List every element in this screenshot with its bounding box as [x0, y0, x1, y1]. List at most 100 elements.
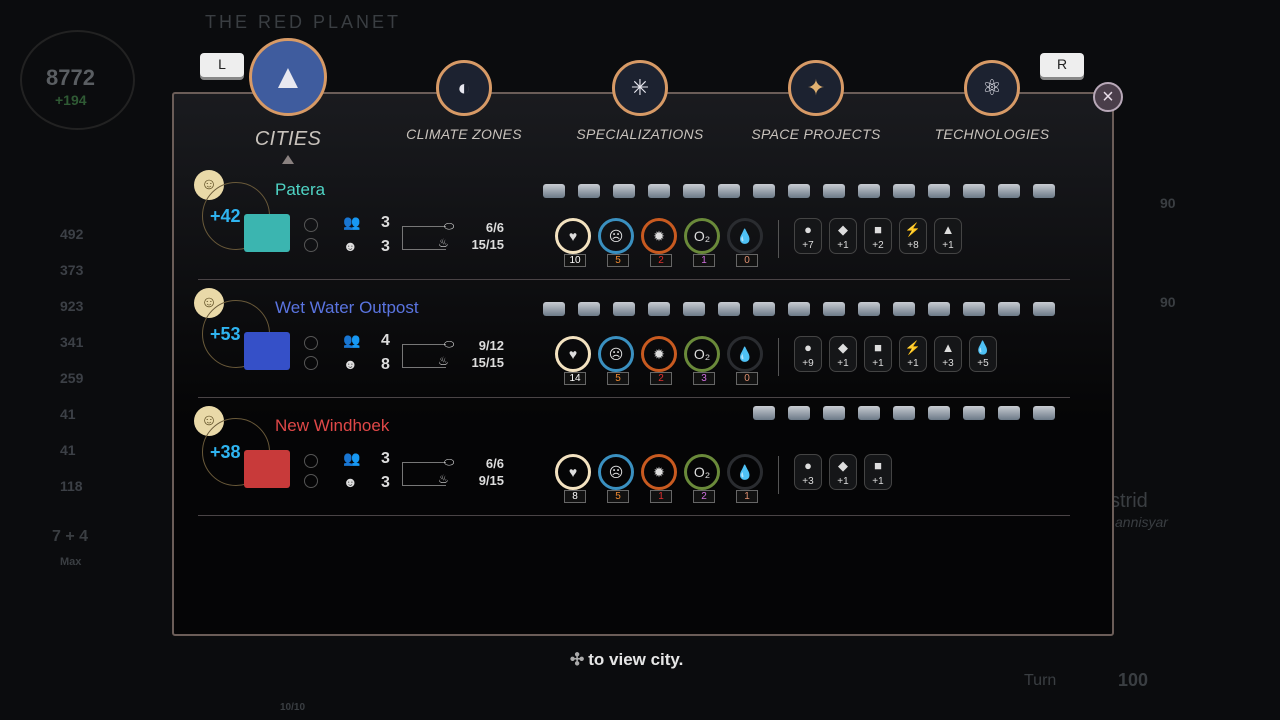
resource-bonus[interactable]: 💧+5: [969, 336, 997, 372]
bonus-value: +1: [837, 476, 849, 487]
city-stat[interactable]: ✹1: [641, 454, 677, 503]
city-stat[interactable]: ☹5: [598, 218, 634, 267]
tab-space-projects[interactable]: ✦ SPACE PROJECTS: [736, 60, 896, 142]
resource-bonus[interactable]: ⚡+1: [899, 336, 927, 372]
city-stat[interactable]: 💧0: [727, 336, 763, 385]
food-icon: ♨: [438, 354, 449, 368]
city-stat[interactable]: ☹5: [598, 336, 634, 385]
population-value: 3: [381, 214, 390, 231]
heat-icon: ✹: [653, 227, 665, 244]
tab-climate-zones[interactable]: ◐ CLIMATE ZONES: [384, 60, 544, 142]
resource-bonus[interactable]: ◆+1: [829, 218, 857, 254]
resource-icon: ●: [804, 458, 812, 473]
close-button[interactable]: ×: [1093, 82, 1123, 112]
resource-bonus[interactable]: ▲+3: [934, 336, 962, 372]
building-icon[interactable]: [963, 406, 985, 420]
stat-value: 10: [564, 254, 586, 267]
bonus-value: +7: [802, 240, 814, 251]
building-icon[interactable]: [648, 184, 670, 198]
resource-bonus[interactable]: ⚡+8: [899, 218, 927, 254]
city-stat[interactable]: ✹2: [641, 218, 677, 267]
building-icon[interactable]: [893, 184, 915, 198]
building-icon[interactable]: [788, 302, 810, 316]
building-icon[interactable]: [788, 184, 810, 198]
building-icon[interactable]: [788, 406, 810, 420]
next-tab-key[interactable]: R: [1040, 53, 1084, 77]
building-icon[interactable]: [998, 184, 1020, 198]
city-score: +42: [210, 206, 241, 226]
tab-technologies[interactable]: ⚛ TECHNOLOGIES: [912, 60, 1072, 142]
resource-bonus[interactable]: ◆+1: [829, 336, 857, 372]
stat-value: 5: [607, 372, 629, 385]
building-icon[interactable]: [998, 302, 1020, 316]
city-stat[interactable]: ☹5: [598, 454, 634, 503]
building-icon[interactable]: [753, 184, 775, 198]
building-icon[interactable]: [823, 406, 845, 420]
tab-label: CLIMATE ZONES: [406, 126, 522, 142]
water-icon: 💧: [736, 463, 754, 480]
city-stat[interactable]: ♥14: [555, 336, 591, 385]
building-icon[interactable]: [823, 184, 845, 198]
resource-bonus[interactable]: ▲+1: [934, 218, 962, 254]
building-icon[interactable]: [858, 406, 880, 420]
city-score: +53: [210, 324, 241, 344]
bg-meter-1: 90: [1160, 195, 1176, 211]
building-icon[interactable]: [963, 184, 985, 198]
divider: [778, 338, 779, 376]
tab-specializations[interactable]: ✳ SPECIALIZATIONS: [560, 60, 720, 142]
tab-label: SPECIALIZATIONS: [576, 126, 704, 142]
building-icon[interactable]: [578, 184, 600, 198]
building-icon[interactable]: [613, 184, 635, 198]
resource-bonus[interactable]: ■+2: [864, 218, 892, 254]
building-icon[interactable]: [718, 302, 740, 316]
building-icon[interactable]: [928, 302, 950, 316]
building-icon[interactable]: [753, 406, 775, 420]
building-icon[interactable]: [858, 302, 880, 316]
prev-tab-key[interactable]: L: [200, 53, 244, 77]
building-icon[interactable]: [683, 184, 705, 198]
building-icon[interactable]: [893, 302, 915, 316]
building-icon[interactable]: [823, 302, 845, 316]
building-icon[interactable]: [613, 302, 635, 316]
building-icon[interactable]: [1033, 302, 1055, 316]
building-icon[interactable]: [893, 406, 915, 420]
city-row[interactable]: ☺ +53 Wet Water Outpost 👥4 ☻8 ⬭ ♨ 9/12 1…: [194, 288, 1070, 398]
city-name[interactable]: New Windhoek: [275, 416, 390, 435]
building-icon[interactable]: [578, 302, 600, 316]
resource-bonus[interactable]: ■+1: [864, 454, 892, 490]
population-icon: 👥: [343, 332, 361, 348]
building-icon[interactable]: [648, 302, 670, 316]
city-name[interactable]: Patera: [275, 180, 326, 199]
stat-value: 8: [564, 490, 586, 503]
building-icon[interactable]: [858, 184, 880, 198]
building-icon[interactable]: [1033, 406, 1055, 420]
city-stat[interactable]: 💧0: [727, 218, 763, 267]
city-stat[interactable]: 💧1: [727, 454, 763, 503]
building-icon[interactable]: [683, 302, 705, 316]
tab-cities[interactable]: ▲ CITIES: [208, 38, 368, 164]
building-icon[interactable]: [928, 406, 950, 420]
resource-bonus[interactable]: ■+1: [864, 336, 892, 372]
resource-bonus[interactable]: ◆+1: [829, 454, 857, 490]
building-icon[interactable]: [753, 302, 775, 316]
building-icon[interactable]: [543, 184, 565, 198]
city-stat[interactable]: ♥8: [555, 454, 591, 503]
building-icon[interactable]: [998, 406, 1020, 420]
resource-bonus[interactable]: ●+3: [794, 454, 822, 490]
bg-counter: 10/10: [280, 702, 306, 713]
city-stat[interactable]: ♥10: [555, 218, 591, 267]
city-stat[interactable]: ✹2: [641, 336, 677, 385]
city-row[interactable]: ☺ +38 New Windhoek 👥3 ☻3 ⬭ ♨ 6/6 9/15♥8☹…: [194, 406, 1070, 516]
building-icon[interactable]: [543, 302, 565, 316]
building-icon[interactable]: [963, 302, 985, 316]
resource-bonus[interactable]: ●+9: [794, 336, 822, 372]
building-icon[interactable]: [718, 184, 740, 198]
resource-bonus[interactable]: ●+7: [794, 218, 822, 254]
city-name[interactable]: Wet Water Outpost: [275, 298, 419, 317]
building-icon[interactable]: [1033, 184, 1055, 198]
building-icon[interactable]: [928, 184, 950, 198]
